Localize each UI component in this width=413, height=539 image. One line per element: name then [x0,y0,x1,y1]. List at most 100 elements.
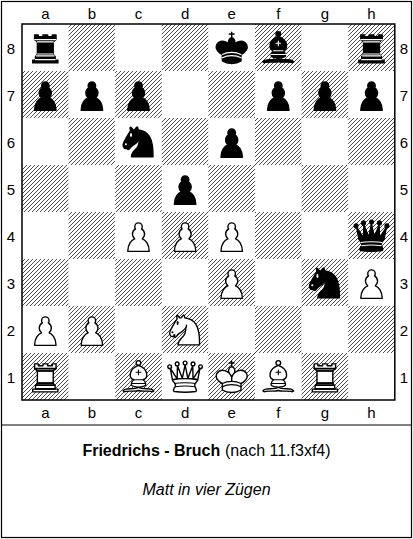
black-rook [33,35,58,63]
dark-square [69,24,116,71]
white-pawn [81,317,102,345]
rank-label: 4 [7,228,15,243]
white-king [216,361,247,392]
piece-part [221,129,242,157]
light-square [302,212,349,259]
dark-square [22,259,69,306]
caption-line: Friedrichs - Bruch (nach 11.f3xf4) [0,441,413,460]
piece-part [362,59,382,60]
piece-part [130,134,132,137]
file-label: f [276,405,280,420]
piece-part [378,221,382,225]
rank-label: 6 [7,134,15,149]
piece-part [136,361,141,366]
rank-label: 3 [400,275,408,290]
piece-part [316,383,335,385]
piece-part [170,315,187,337]
white-pawn [221,223,242,251]
white-pawn [221,270,242,298]
game-players: Friedrichs - Bruch [82,441,220,460]
piece-part [125,143,127,145]
white-pawn [35,317,56,345]
dark-square [22,353,69,400]
light-square [255,259,302,306]
rank-label: 8 [400,40,408,55]
piece-part [317,370,333,371]
dark-square [22,71,69,118]
piece-part [276,361,281,366]
dark-square [162,212,209,259]
piece-part [132,383,146,384]
rank-label: 2 [7,322,15,337]
piece-part [229,33,234,34]
dark-square [208,165,255,212]
piece-part [359,238,384,251]
piece-part [37,42,53,54]
piece-part [354,224,358,228]
piece-part [274,379,283,380]
piece-part [81,317,102,345]
piece-part [36,55,54,56]
piece-part [199,365,203,369]
file-label: a [41,6,49,21]
black-rook [359,35,384,63]
black-bishop [263,32,294,63]
file-label: h [367,6,375,21]
piece-part [231,361,232,366]
piece-part [361,39,382,40]
light-square [255,165,302,212]
piece-part [136,372,141,373]
file-label: c [135,6,143,21]
piece-part [123,127,140,149]
white-pawn [361,270,382,298]
dark-square [208,259,255,306]
game-note: (nach 11.f3xf4) [225,441,331,460]
piece-part [276,43,281,44]
piece-part [314,368,335,369]
light-square [255,353,302,400]
piece-part [270,365,286,387]
rank-label: 1 [400,369,408,384]
light-square [22,118,69,165]
dark-square [348,24,395,71]
piece-part [175,362,179,366]
piece-part [37,41,53,42]
dark-square [255,306,302,353]
piece-part [171,331,173,333]
dark-square [69,306,116,353]
file-label: a [41,405,49,420]
piece-part [364,42,380,54]
piece-part [35,369,56,371]
light-square [22,212,69,259]
dark-square [115,259,162,306]
piece-part [314,364,335,369]
piece-part [36,383,55,385]
piece-part [361,270,382,298]
piece-part [222,381,241,383]
piece-part [170,365,200,380]
dark-square [115,353,162,400]
piece-part [168,365,172,369]
piece-part [216,370,247,392]
black-pawn [35,82,56,110]
piece-part [364,41,380,42]
piece-part [174,223,195,251]
piece-part [175,386,195,388]
light-square [69,259,116,306]
piece-part [263,58,294,62]
dark-square [162,306,209,353]
file-label: b [88,405,96,420]
light-square [302,306,349,353]
dark-square [348,306,395,353]
dark-square [302,259,349,306]
piece-part [35,40,56,42]
light-square [208,118,255,165]
dark-square [208,353,255,400]
light-square [208,306,255,353]
light-square [115,118,162,165]
piece-part [316,384,334,385]
white-pawn [174,223,195,251]
dark-square [69,212,116,259]
black-queen [354,220,389,251]
piece-part [175,382,196,384]
